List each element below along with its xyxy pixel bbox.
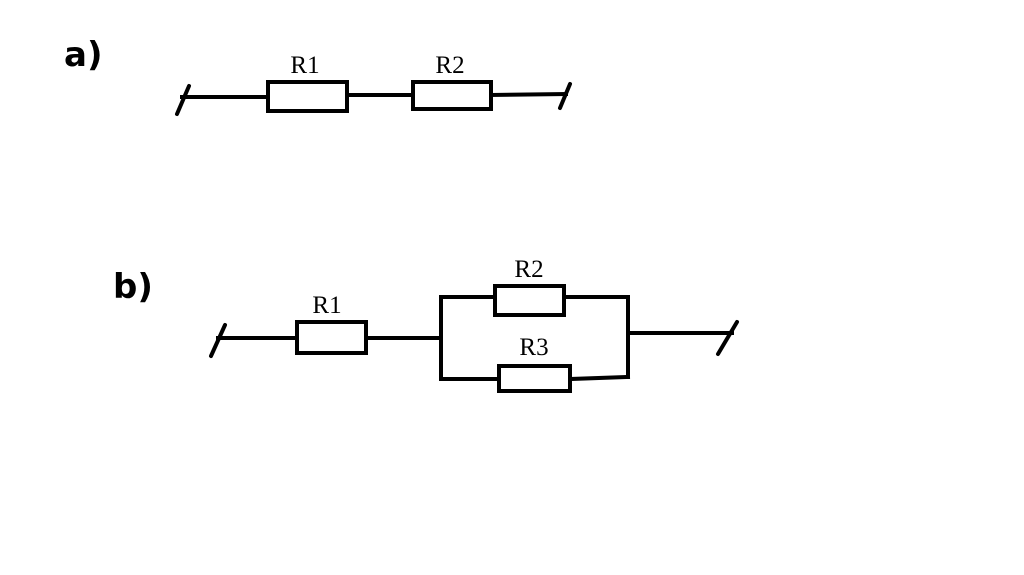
circuit-b-label: b) [113,267,153,307]
circuit-a-terminal-left [175,84,191,116]
circuit-a: a) R1 R2 [64,35,572,116]
circuit-a-resistor-r2 [411,80,493,111]
circuit-a-r2-label: R2 [435,52,464,79]
circuit-b-r1-label: R1 [312,292,341,319]
circuit-a-label: a) [64,35,102,75]
circuit-b-resistor-r3 [497,364,572,393]
circuit-b-resistor-r2 [493,284,566,317]
circuit-a-r1-label: R1 [290,52,319,79]
circuit-a-resistor-r1 [266,80,349,113]
circuit-b-r2-label: R2 [514,256,543,283]
circuit-b: b) R1 R2 R3 [113,256,739,393]
circuit-a-wire-right [488,91,569,98]
circuit-a-terminal-right [558,82,572,110]
circuit-b-wire-bottom-right [567,374,631,382]
circuit-b-r3-label: R3 [519,334,548,361]
circuit-b-terminal-right [716,320,739,356]
circuit-b-terminal-left [209,323,227,358]
circuit-b-resistor-r1 [295,320,368,355]
